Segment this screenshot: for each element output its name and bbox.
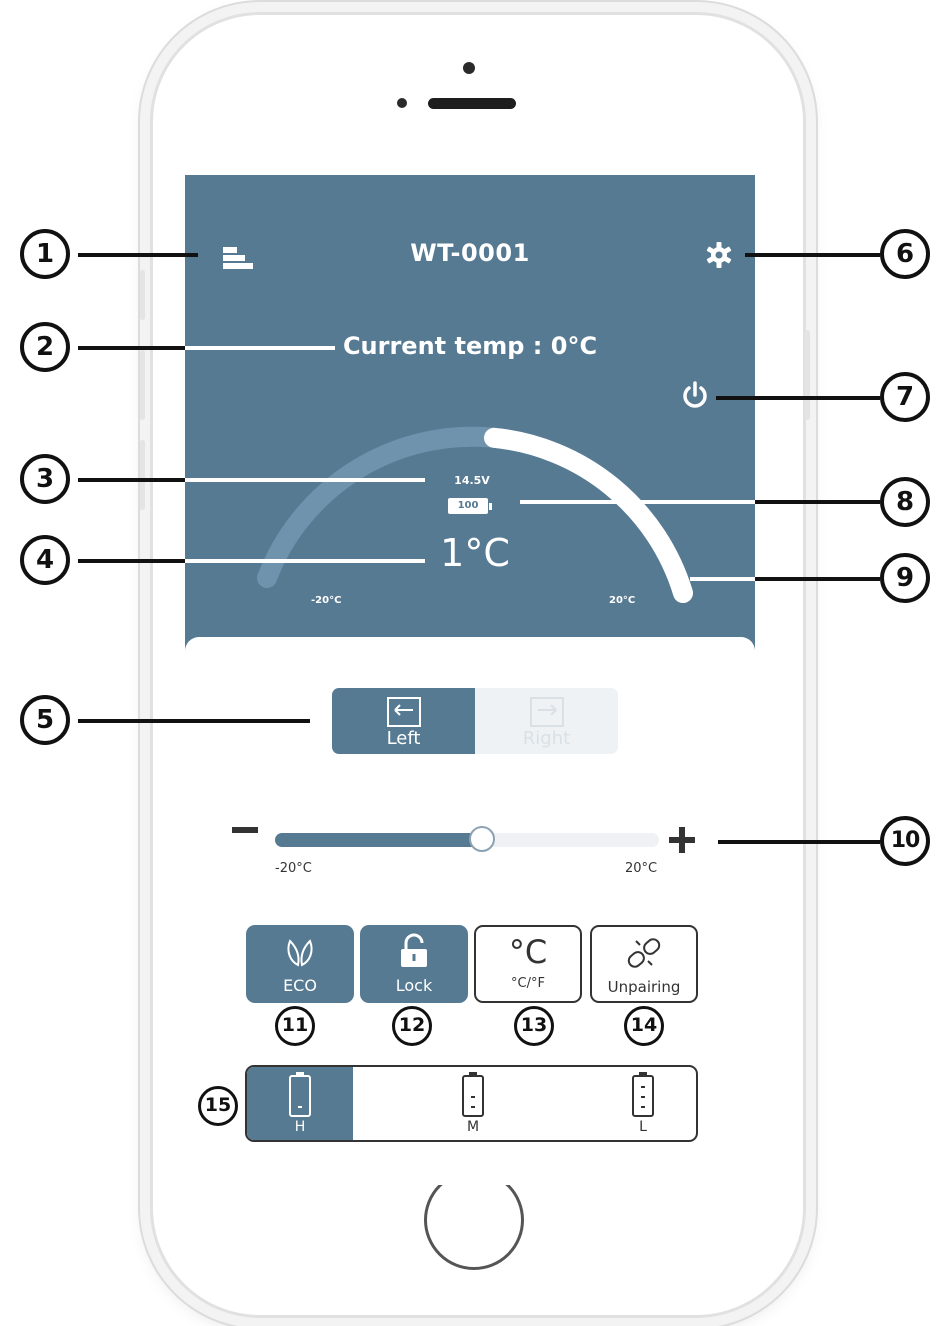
power-mode-high[interactable]: H <box>247 1067 353 1140</box>
leader-1 <box>78 253 198 257</box>
callout-5: 5 <box>20 695 70 745</box>
current-temp-label: Current temp : 0°C <box>342 332 598 360</box>
device-title: WT-0001 <box>410 239 530 267</box>
volume-down-button <box>140 440 145 510</box>
power-icon[interactable] <box>679 379 711 411</box>
callout-9: 9 <box>880 553 930 603</box>
callout-12: 12 <box>392 1006 432 1046</box>
home-button[interactable] <box>424 1170 524 1270</box>
callout-6: 6 <box>880 229 930 279</box>
leader-3 <box>78 478 185 482</box>
callout-15: 15 <box>198 1086 238 1126</box>
earpiece-speaker <box>428 98 516 109</box>
leader-9-inner <box>690 577 755 581</box>
power-side-button <box>805 330 810 420</box>
power-mode-medium[interactable]: M <box>433 1067 513 1140</box>
leader-2 <box>78 346 185 350</box>
callout-14: 14 <box>624 1006 664 1046</box>
menu-icon[interactable] <box>221 243 253 271</box>
temp-slider-thumb[interactable] <box>469 826 496 852</box>
zone-right-label: Right <box>522 728 571 749</box>
proximity-sensor <box>397 98 407 108</box>
lock-label: Lock <box>395 976 433 995</box>
callout-13: 13 <box>514 1006 554 1046</box>
battery-tip <box>489 502 492 510</box>
arc-max-label: 20°C <box>609 595 636 606</box>
power-mode-high-label: H <box>294 1119 306 1135</box>
leader-3-inner <box>185 478 425 482</box>
eco-label: ECO <box>283 976 317 995</box>
unpairing-label: Unpairing <box>607 978 681 996</box>
leaf-icon <box>287 939 313 967</box>
leader-4-inner <box>185 559 425 563</box>
voltage-reading: 14.5V <box>454 474 490 487</box>
app-screen: WT-0001 Current temp : 0°C 14.5V 100 1°C… <box>185 175 755 1185</box>
volume-up-button <box>140 350 145 420</box>
unpairing-button[interactable]: Unpairing <box>590 925 698 1003</box>
unit-toggle-label: °C/°F <box>511 976 545 991</box>
decrease-temp-button[interactable] <box>232 827 258 833</box>
set-temperature: 1°C <box>440 531 510 575</box>
front-camera <box>463 62 475 74</box>
leader-8-inner <box>520 500 755 504</box>
battery-medium-icon <box>462 1072 484 1117</box>
power-mode-low[interactable]: L <box>603 1067 683 1140</box>
eco-button[interactable]: ECO <box>246 925 354 1003</box>
battery-high-icon <box>289 1072 311 1117</box>
temp-slider-fill <box>275 833 483 847</box>
zone-toggle: Left Right <box>332 688 618 754</box>
battery-low-icon <box>632 1072 654 1117</box>
callout-7: 7 <box>880 372 930 422</box>
arc-min-label: -20°C <box>311 595 342 606</box>
battery-indicator: 100 <box>448 497 492 515</box>
leader-2-inner <box>185 346 335 350</box>
callout-8: 8 <box>880 477 930 527</box>
unit-toggle-button[interactable]: °C °C/°F <box>474 925 582 1003</box>
slider-min-label: -20°C <box>275 861 312 876</box>
leader-10 <box>718 840 880 844</box>
arrow-left-icon <box>387 697 421 727</box>
zone-left-label: Left <box>386 728 421 749</box>
power-mode-selector: H M L <box>245 1065 698 1142</box>
battery-percent: 100 <box>448 498 488 514</box>
leader-8 <box>755 500 880 504</box>
celsius-icon: °C <box>508 933 548 971</box>
unlock-icon <box>401 933 427 967</box>
callout-3: 3 <box>20 454 70 504</box>
arc-progress <box>484 427 693 603</box>
temperature-arc[interactable] <box>185 175 755 650</box>
lock-button[interactable]: Lock <box>360 925 468 1003</box>
callout-1: 1 <box>20 229 70 279</box>
slider-max-label: 20°C <box>625 861 658 876</box>
leader-9 <box>755 577 880 581</box>
power-mode-medium-label: M <box>466 1119 480 1135</box>
callout-2: 2 <box>20 322 70 372</box>
mute-switch <box>140 270 145 320</box>
unlink-icon <box>627 938 661 968</box>
leader-4 <box>78 559 185 563</box>
power-mode-low-label: L <box>639 1119 647 1135</box>
zone-left-button[interactable]: Left <box>332 688 475 754</box>
increase-temp-button-vertical[interactable] <box>679 827 685 853</box>
callout-4: 4 <box>20 535 70 585</box>
leader-6 <box>745 253 880 257</box>
zone-right-button[interactable]: Right <box>475 688 618 754</box>
leader-5 <box>78 719 310 723</box>
gear-icon[interactable] <box>705 241 733 269</box>
arrow-right-icon <box>530 697 564 727</box>
callout-11: 11 <box>275 1006 315 1046</box>
panel-divider <box>185 637 755 677</box>
callout-10: 10 <box>880 816 930 866</box>
leader-7 <box>716 396 880 400</box>
